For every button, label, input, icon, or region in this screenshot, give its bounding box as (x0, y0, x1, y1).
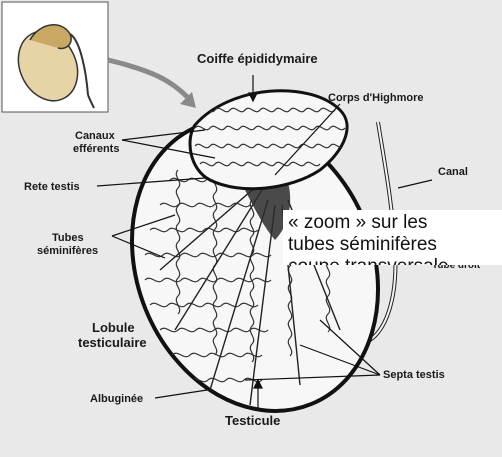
label-canaux-line2: efférents (73, 143, 119, 155)
label-testicule: Testicule (225, 413, 280, 428)
label-septa-testis: Septa testis (383, 369, 445, 381)
label-tubes-line2: séminifères (37, 245, 98, 257)
inset-thumbnail (2, 2, 108, 112)
label-corps-highmore: Corps d'Highmore (328, 92, 424, 104)
label-coiffe-epididymaire: Coiffe épididymaire (197, 51, 318, 66)
label-lobule-line2: testiculaire (78, 335, 147, 350)
callout-line-1: « zoom » sur les (288, 212, 427, 234)
label-albuginee: Albuginée (90, 393, 143, 405)
label-rete-testis: Rete testis (24, 181, 80, 193)
label-lobule-line1: Lobule (92, 320, 135, 335)
inset-arrow (108, 60, 190, 100)
zoom-callout-box: « zoom » sur les tubes séminifères coupe… (283, 210, 502, 265)
label-canal: Canal (438, 166, 468, 178)
callout-line-3: coupe transversale (288, 256, 449, 265)
callout-line-2: tubes séminifères (288, 234, 437, 256)
label-tubes-line1: Tubes (52, 232, 84, 244)
label-canaux-line1: Canaux (75, 130, 116, 142)
